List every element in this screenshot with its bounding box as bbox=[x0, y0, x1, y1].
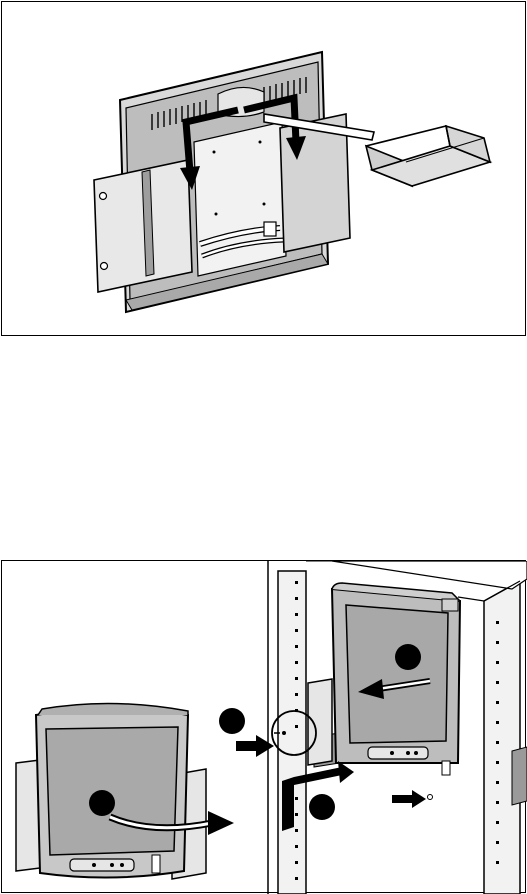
callout-2 bbox=[395, 644, 421, 670]
monitor-bracket-illustration bbox=[2, 2, 527, 337]
figure-top-panel bbox=[1, 1, 526, 336]
screw-arrow-icon bbox=[392, 790, 433, 808]
screw-hole-icon bbox=[100, 193, 107, 200]
callout-1 bbox=[89, 790, 115, 816]
monitor-in-rack bbox=[308, 583, 460, 775]
monitor-front-left bbox=[16, 703, 206, 879]
callout-4 bbox=[309, 794, 335, 820]
figure-bottom-panel bbox=[1, 560, 526, 893]
screw-hole-icon bbox=[101, 263, 108, 270]
mounting-bracket bbox=[366, 126, 490, 186]
rack-installation-illustration bbox=[2, 561, 527, 894]
callout-3 bbox=[219, 708, 245, 734]
